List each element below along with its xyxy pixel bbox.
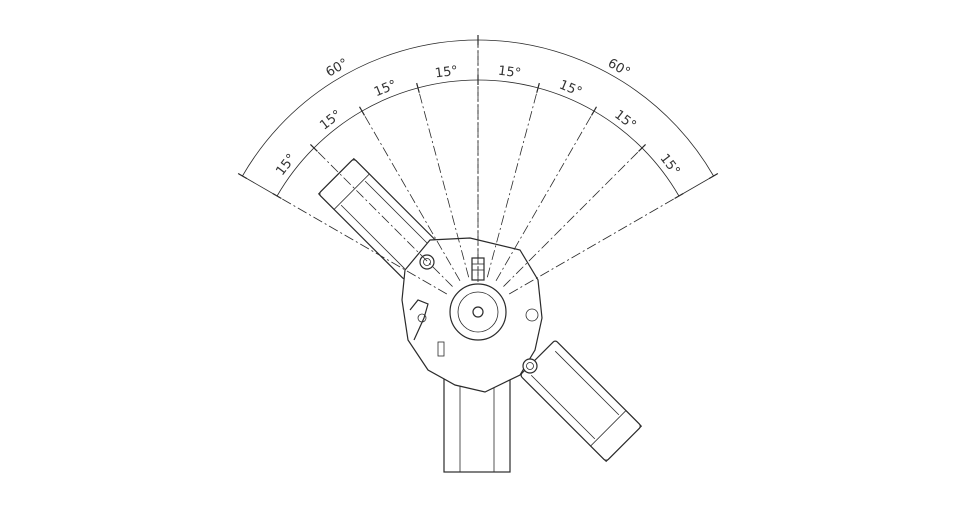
angle-ray — [273, 193, 448, 295]
bolt-lower — [522, 358, 538, 374]
angle-ray — [359, 107, 461, 282]
label-inner-15-b: 15° — [317, 107, 344, 133]
arc-tick — [674, 192, 684, 200]
angle-ray — [508, 193, 683, 295]
angle-ray — [416, 83, 470, 278]
arc-tick — [237, 172, 248, 180]
lock-lever — [409, 299, 429, 341]
rotating-head — [401, 237, 543, 393]
arc-tick — [358, 106, 366, 116]
pivot-center — [472, 306, 484, 318]
arc-tick — [309, 143, 318, 152]
arc-tick — [590, 106, 598, 116]
arc-tick — [638, 143, 647, 152]
angle-ray — [503, 144, 646, 287]
label-outer-right-60: 60° — [605, 56, 632, 81]
arc-ticks — [237, 35, 719, 200]
label-inner-15-d: 15° — [434, 64, 459, 82]
screw-hole — [525, 308, 539, 322]
lamp-housing-lower — [520, 340, 643, 463]
arc-tick — [708, 172, 719, 180]
angle-ray — [486, 83, 540, 278]
arc-tick — [272, 192, 282, 200]
label-inner-15-h: 15° — [657, 151, 683, 178]
label-inner-15-g: 15° — [611, 107, 638, 133]
label-inner-15-c: 15° — [372, 78, 399, 101]
label-inner-15-a: 15° — [273, 151, 299, 178]
angle-ray — [310, 144, 453, 287]
angle-ray — [495, 107, 597, 282]
bolt-upper — [419, 254, 435, 270]
arc-tick — [536, 82, 540, 93]
arc-tick — [416, 82, 420, 93]
label-inner-15-f: 15° — [557, 78, 584, 101]
label-inner-15-e: 15° — [497, 64, 522, 82]
label-outer-left-60: 60° — [324, 56, 351, 81]
